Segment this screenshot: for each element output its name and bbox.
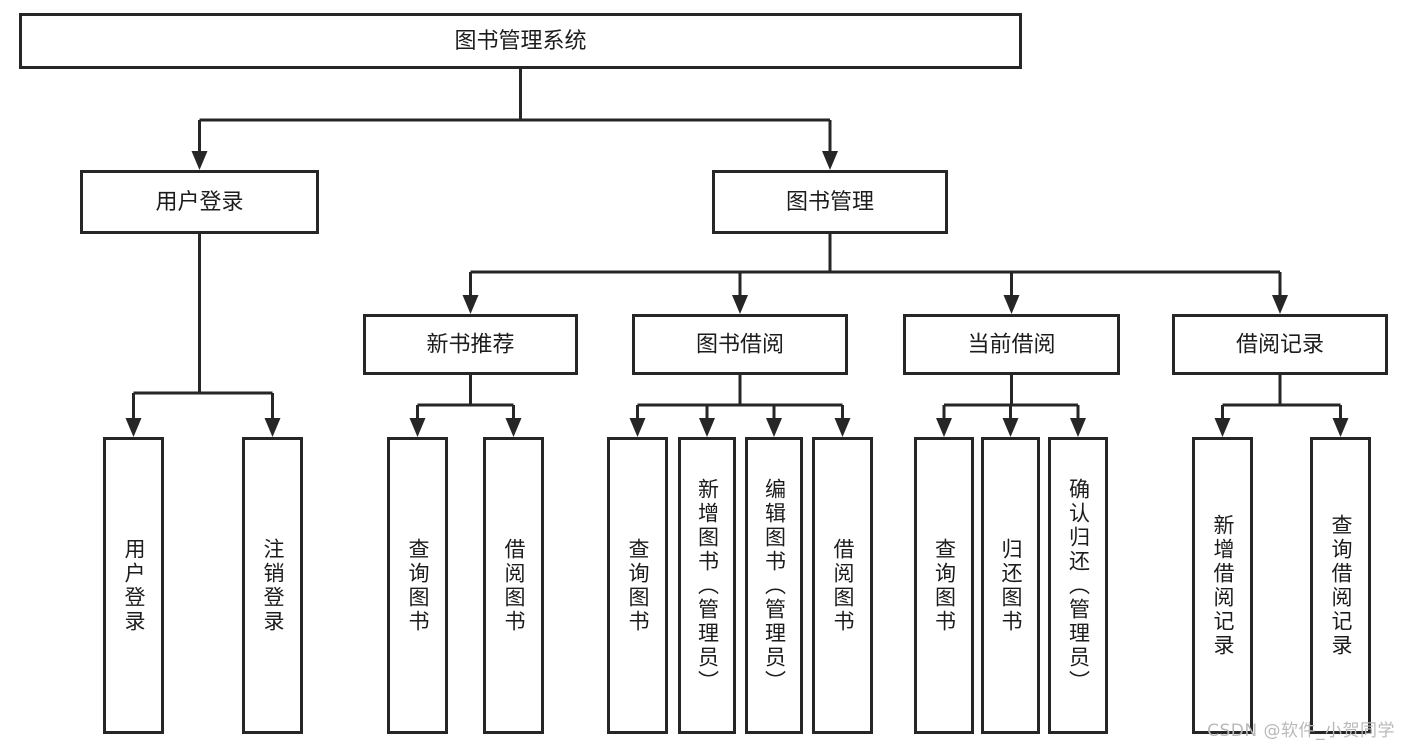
node-records[interactable]: 借阅记录 (1172, 314, 1388, 375)
node-box[interactable] (914, 437, 974, 734)
node-box[interactable] (903, 314, 1120, 375)
node-bookmgmt[interactable]: 图书管理 (712, 170, 948, 234)
node-leaf-2[interactable] (242, 437, 303, 734)
node-box[interactable] (678, 437, 736, 734)
node-box[interactable] (1192, 437, 1253, 734)
node-box[interactable] (981, 437, 1040, 734)
node-box[interactable] (103, 437, 164, 734)
node-leaf-13[interactable] (1310, 437, 1371, 734)
node-borrow[interactable]: 图书借阅 (632, 314, 848, 375)
watermark: CSDN @软件_小贺同学 (1207, 721, 1395, 741)
node-current[interactable]: 当前借阅 (903, 314, 1120, 375)
node-leaf-10[interactable] (981, 437, 1040, 734)
node-box[interactable] (712, 170, 948, 234)
node-leaf-6[interactable] (678, 437, 736, 734)
node-leaf-8[interactable] (812, 437, 873, 734)
node-box[interactable] (387, 437, 448, 734)
node-label: 用户登录 (155, 190, 243, 215)
node-box[interactable] (1172, 314, 1388, 375)
node-box[interactable] (1310, 437, 1371, 734)
node-label: 图书管理系统 (454, 29, 586, 54)
node-label: 借阅记录 (1236, 333, 1324, 358)
node-box[interactable] (19, 13, 1022, 69)
node-box[interactable] (632, 314, 848, 375)
node-box[interactable] (812, 437, 873, 734)
node-login[interactable]: 用户登录 (80, 170, 319, 234)
node-leaf-12[interactable] (1192, 437, 1253, 734)
node-leaf-3[interactable] (387, 437, 448, 734)
node-label: 新书推荐 (426, 333, 514, 358)
node-box[interactable] (483, 437, 544, 734)
node-leaf-4[interactable] (483, 437, 544, 734)
node-box[interactable] (745, 437, 803, 734)
node-box[interactable] (80, 170, 319, 234)
node-leaf-1[interactable] (103, 437, 164, 734)
node-label: 图书管理 (786, 190, 874, 215)
node-root[interactable]: 图书管理系统 (19, 13, 1022, 69)
node-box[interactable] (607, 437, 668, 734)
node-leaf-9[interactable] (914, 437, 974, 734)
node-label: 当前借阅 (967, 333, 1055, 358)
node-leaf-11[interactable] (1048, 437, 1108, 734)
edges-layer (125, 69, 1349, 437)
node-leaf-7[interactable] (745, 437, 803, 734)
node-label: 图书借阅 (696, 333, 784, 358)
node-box[interactable] (1048, 437, 1108, 734)
node-leaf-5[interactable] (607, 437, 668, 734)
node-box[interactable] (363, 314, 578, 375)
node-newrec[interactable]: 新书推荐 (363, 314, 578, 375)
node-box[interactable] (242, 437, 303, 734)
